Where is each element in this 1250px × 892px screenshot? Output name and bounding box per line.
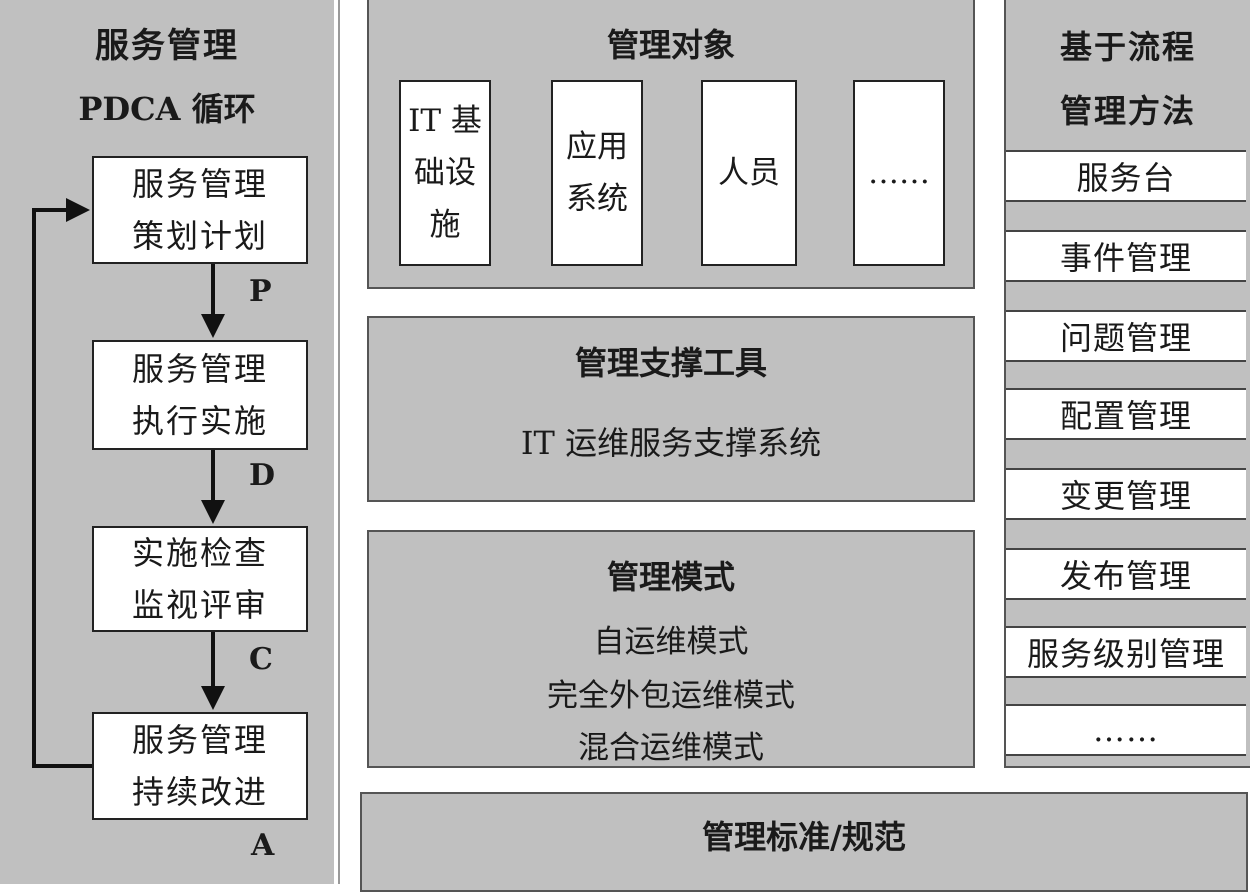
object-line: 应用 — [566, 129, 628, 165]
pdca-panel: 服务管理 PDCA 循环 服务管理 策划计划 P 服务管理 执行实施 D 实施检… — [0, 0, 334, 884]
pdca-letter-p: P — [249, 274, 272, 309]
object-line: 系统 — [566, 181, 628, 217]
process-item-change: 变更管理 — [1006, 468, 1246, 520]
pdca-letter-d: D — [249, 458, 276, 493]
objects-title: 管理对象 — [606, 26, 735, 64]
step-line: 实施检查 — [131, 534, 268, 572]
modes-panel: 管理模式 自运维模式 完全外包运维模式 混合运维模式 — [367, 530, 975, 768]
object-personnel: 人员 — [701, 80, 797, 266]
step-line: 服务管理 — [131, 721, 268, 759]
pdca-step-check: 实施检查 监视评审 — [92, 526, 308, 632]
object-line: IT 基 — [408, 103, 482, 139]
mode-item: 自运维模式 — [593, 624, 749, 660]
pdca-step-plan: 服务管理 策划计划 — [92, 156, 308, 264]
pdca-step-do: 服务管理 执行实施 — [92, 340, 308, 450]
process-item-release: 发布管理 — [1006, 548, 1246, 600]
pdca-step-act: 服务管理 持续改进 — [92, 712, 308, 820]
process-item-service-desk: 服务台 — [1006, 150, 1246, 202]
tools-panel: 管理支撑工具 IT 运维服务支撑系统 — [367, 316, 975, 502]
tools-text: IT 运维服务支撑系统 — [520, 424, 822, 462]
process-item-problem: 问题管理 — [1006, 310, 1246, 362]
process-title-line: 管理方法 — [1059, 92, 1196, 130]
object-it-infra: IT 基 础设 施 — [399, 80, 491, 266]
mode-item: 完全外包运维模式 — [547, 678, 795, 714]
tools-title: 管理支撑工具 — [574, 344, 767, 382]
modes-title: 管理模式 — [606, 558, 735, 596]
step-line: 执行实施 — [131, 402, 268, 440]
arrow-a-to-p-loop — [32, 198, 92, 768]
object-app-system: 应用 系统 — [551, 80, 643, 266]
step-line: 监视评审 — [131, 586, 268, 624]
pdca-letter-a: A — [251, 828, 275, 863]
object-line: 础设 — [414, 155, 476, 191]
mode-item: 混合运维模式 — [578, 730, 764, 766]
object-more: …… — [853, 80, 945, 266]
step-line: 持续改进 — [131, 773, 268, 811]
step-line: 服务管理 — [131, 350, 268, 388]
step-line: 服务管理 — [131, 165, 268, 203]
process-item-more: …… — [1006, 704, 1246, 756]
objects-panel: 管理对象 IT 基 础设 施 应用 系统 人员 …… — [367, 0, 975, 289]
process-item-service-level: 服务级别管理 — [1006, 626, 1246, 678]
object-line: …… — [868, 155, 930, 191]
pdca-arrows — [32, 198, 225, 768]
step-line: 策划计划 — [131, 217, 268, 255]
process-item-incident: 事件管理 — [1006, 230, 1246, 282]
separator-line — [338, 0, 340, 884]
pdca-letter-c: C — [249, 642, 273, 677]
object-line: 施 — [429, 207, 461, 243]
process-title-line: 基于流程 — [1059, 28, 1196, 66]
standard-title: 管理标准/规范 — [702, 818, 906, 856]
pdca-title: 服务管理 — [95, 26, 239, 66]
process-item-configuration: 配置管理 — [1006, 388, 1246, 440]
pdca-subtitle: PDCA 循环 — [78, 90, 256, 128]
standard-panel: 管理标准/规范 — [360, 792, 1248, 892]
object-line: 人员 — [718, 155, 780, 191]
